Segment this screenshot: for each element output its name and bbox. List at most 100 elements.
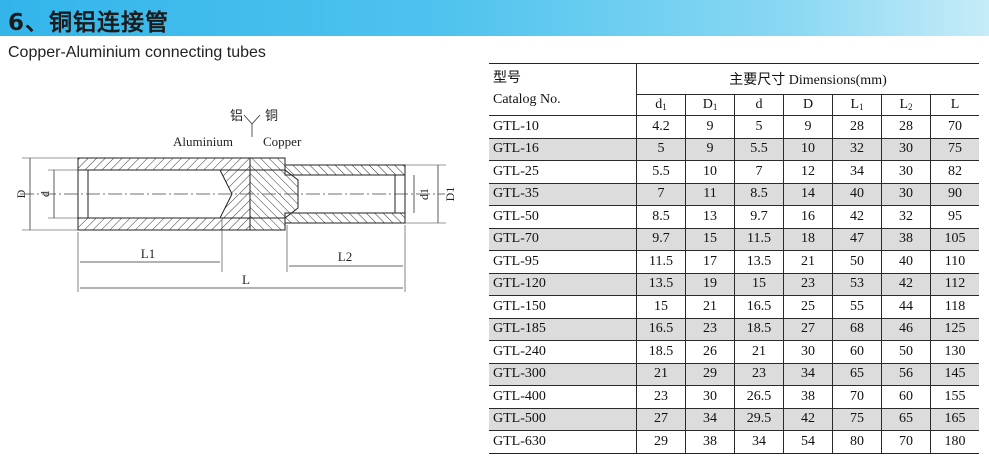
value-cell: 30 xyxy=(685,385,735,409)
value-cell: 38 xyxy=(783,385,833,409)
value-cell: 70 xyxy=(930,115,979,139)
label-copper-cn: 铜 xyxy=(265,109,278,124)
model-cell: GTL-35 xyxy=(489,182,637,206)
column-header: L2 xyxy=(881,94,931,116)
value-cell: 112 xyxy=(930,272,979,296)
value-cell: 155 xyxy=(930,385,979,409)
dim-D1-label: D1 xyxy=(443,187,457,202)
value-cell: 9 xyxy=(685,115,735,139)
value-cell: 9 xyxy=(685,137,735,161)
value-cell: 34 xyxy=(832,160,882,184)
value-cell: 21 xyxy=(783,250,833,274)
column-header: L1 xyxy=(832,94,882,116)
value-cell: 60 xyxy=(881,385,931,409)
value-cell: 16.5 xyxy=(636,317,686,341)
value-cell: 18.5 xyxy=(636,340,686,364)
value-cell: 29 xyxy=(636,430,686,454)
value-cell: 23 xyxy=(783,272,833,296)
value-cell: 165 xyxy=(930,407,979,431)
value-cell: 13.5 xyxy=(636,272,686,296)
value-cell: 30 xyxy=(881,182,931,206)
value-cell: 21 xyxy=(636,362,686,386)
value-cell: 19 xyxy=(685,272,735,296)
model-cell: GTL-50 xyxy=(489,205,637,229)
model-cell: GTL-25 xyxy=(489,160,637,184)
value-cell: 47 xyxy=(832,227,882,251)
value-cell: 16.5 xyxy=(734,295,784,319)
value-cell: 68 xyxy=(832,317,882,341)
value-cell: 13 xyxy=(685,205,735,229)
value-cell: 145 xyxy=(930,362,979,386)
column-header-base: D xyxy=(702,97,713,112)
value-cell: 65 xyxy=(881,407,931,431)
model-cell: GTL-630 xyxy=(489,430,637,454)
value-cell: 28 xyxy=(832,115,882,139)
value-cell: 110 xyxy=(930,250,979,274)
value-cell: 28 xyxy=(881,115,931,139)
value-cell: 180 xyxy=(930,430,979,454)
value-cell: 32 xyxy=(832,137,882,161)
value-cell: 50 xyxy=(881,340,931,364)
value-cell: 30 xyxy=(783,340,833,364)
value-cell: 95 xyxy=(930,205,979,229)
catalog-header: 型号 Catalog No. xyxy=(489,63,637,116)
dim-d1-label: d1 xyxy=(417,188,431,200)
value-cell: 42 xyxy=(832,205,882,229)
column-header-base: L xyxy=(899,97,909,112)
value-cell: 65 xyxy=(832,362,882,386)
value-cell: 15 xyxy=(685,227,735,251)
value-cell: 4.2 xyxy=(636,115,686,139)
value-cell: 29.5 xyxy=(734,407,784,431)
value-cell: 23 xyxy=(636,385,686,409)
model-cell: GTL-10 xyxy=(489,115,637,139)
column-header-base: d xyxy=(655,97,663,112)
value-cell: 42 xyxy=(783,407,833,431)
value-cell: 44 xyxy=(881,295,931,319)
value-cell: 90 xyxy=(930,182,979,206)
value-cell: 7 xyxy=(636,182,686,206)
value-cell: 34 xyxy=(783,362,833,386)
value-cell: 11 xyxy=(685,182,735,206)
value-cell: 26.5 xyxy=(734,385,784,409)
model-cell: GTL-240 xyxy=(489,340,637,364)
value-cell: 8.5 xyxy=(636,205,686,229)
value-cell: 42 xyxy=(881,272,931,296)
page-title: 6、铜铝连接管 xyxy=(8,10,170,36)
value-cell: 29 xyxy=(685,362,735,386)
value-cell: 9 xyxy=(783,115,833,139)
value-cell: 125 xyxy=(930,317,979,341)
value-cell: 40 xyxy=(832,182,882,206)
value-cell: 82 xyxy=(930,160,979,184)
value-cell: 46 xyxy=(881,317,931,341)
value-cell: 75 xyxy=(930,137,979,161)
value-cell: 60 xyxy=(832,340,882,364)
value-cell: 9.7 xyxy=(734,205,784,229)
model-cell: GTL-120 xyxy=(489,272,637,296)
value-cell: 23 xyxy=(685,317,735,341)
value-cell: 15 xyxy=(734,272,784,296)
value-cell: 70 xyxy=(832,385,882,409)
column-header: d1 xyxy=(636,94,686,116)
label-copper: Copper xyxy=(263,134,302,149)
value-cell: 38 xyxy=(685,430,735,454)
dimensions-header: 主要尺寸 Dimensions(mm) xyxy=(636,63,979,95)
value-cell: 118 xyxy=(930,295,979,319)
column-header-sub: 1 xyxy=(712,102,718,112)
value-cell: 8.5 xyxy=(734,182,784,206)
value-cell: 30 xyxy=(881,160,931,184)
model-cell: GTL-70 xyxy=(489,227,637,251)
column-header-sub: 2 xyxy=(908,102,913,112)
value-cell: 105 xyxy=(930,227,979,251)
column-header-sub: 1 xyxy=(859,102,864,112)
column-header: D xyxy=(783,94,833,116)
value-cell: 25 xyxy=(783,295,833,319)
column-header-sub: 1 xyxy=(662,102,667,112)
model-cell: GTL-185 xyxy=(489,317,637,341)
